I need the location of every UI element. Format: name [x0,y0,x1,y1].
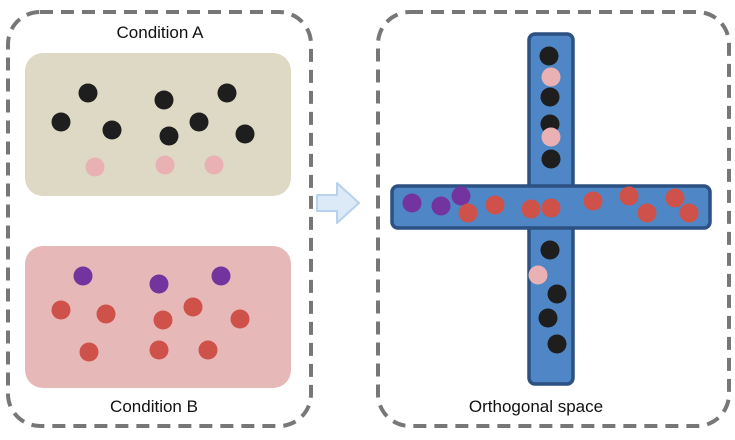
red-dot [485,195,505,215]
black-dot [102,120,122,140]
red-dot [637,203,657,223]
orthogonal-space-label: Orthogonal space [469,397,603,416]
purple-dot [211,266,231,286]
black-dot [540,240,560,260]
purple-dot [451,186,471,206]
black-dot [538,308,558,328]
horizontal-axis-dots [402,186,699,223]
black-dot [547,284,567,304]
black-dot [189,112,209,132]
red-dot [183,297,203,317]
red-dot [149,340,169,360]
right-panel-frame [376,10,731,428]
red-dot [665,188,685,208]
black-dot [78,83,98,103]
black-dot [159,126,179,146]
red-dot [230,309,250,329]
vertical-axis-dots [528,46,567,354]
pink-dot [528,265,548,285]
purple-dot [149,274,169,294]
black-dot [541,149,561,169]
black-dot [547,334,567,354]
condition-b-label: Condition B [110,397,198,416]
purple-dot [402,193,422,213]
black-dot [539,46,559,66]
condition-b-dots [51,266,250,362]
red-dot [96,304,116,324]
red-dot [619,186,639,206]
condition-a-label: Condition A [117,23,205,42]
red-dot [198,340,218,360]
red-dot [458,203,478,223]
red-dot [583,191,603,211]
pink-dot [155,155,175,175]
red-dot [679,203,699,223]
black-dot [235,124,255,144]
red-dot [521,199,541,219]
left-panel-frame [6,10,313,428]
black-dot [217,83,237,103]
black-dot [51,112,71,132]
pink-dot [85,157,105,177]
pink-dot [541,127,561,147]
red-dot [541,198,561,218]
right-arrow-icon [316,182,360,224]
black-dot [540,87,560,107]
red-dot [79,342,99,362]
purple-dot [431,196,451,216]
pink-dot [204,155,224,175]
pink-dot [541,67,561,87]
red-dot [153,310,173,330]
red-dot [51,300,71,320]
condition-a-dots [51,83,255,177]
purple-dot [73,266,93,286]
black-dot [154,90,174,110]
